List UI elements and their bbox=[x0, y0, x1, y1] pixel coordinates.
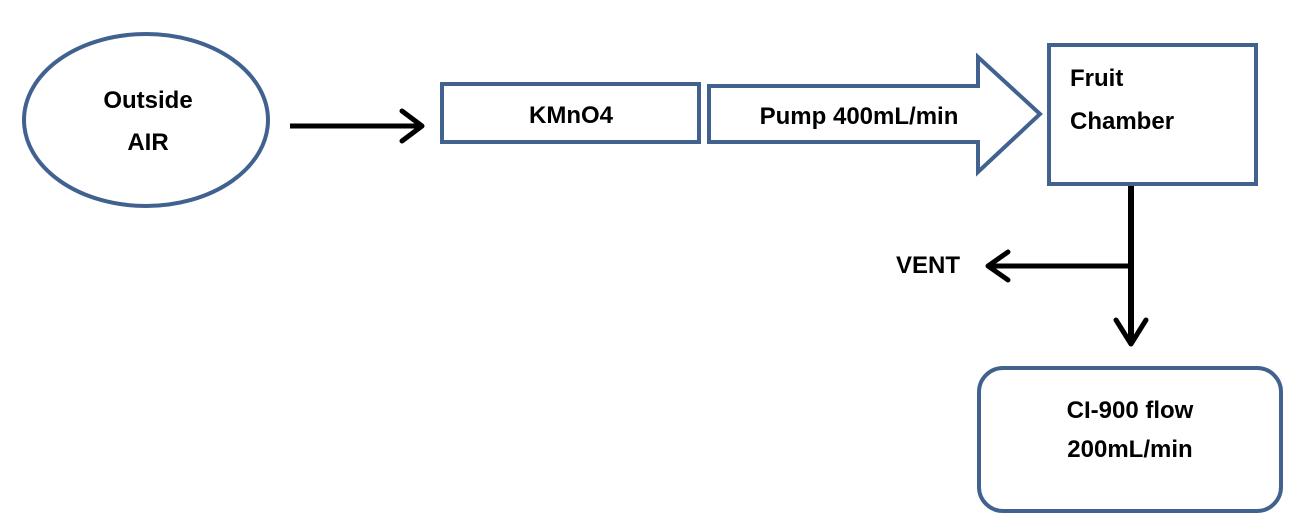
pump-node: Pump 400mL/min bbox=[707, 52, 1043, 177]
fruit-chamber-label-line2: Chamber bbox=[1070, 108, 1174, 135]
pump-label: Pump 400mL/min bbox=[760, 103, 959, 130]
kmno4-node: KMnO4 bbox=[440, 82, 701, 144]
outside-air-label-line2: AIR bbox=[127, 129, 168, 156]
ci900-box bbox=[977, 366, 1283, 513]
kmno4-box bbox=[440, 82, 701, 144]
outside-air-label-line1: Outside bbox=[103, 87, 192, 114]
ci900-label-line2: 200mL/min bbox=[1067, 436, 1192, 463]
ci900-node: CI-900 flow 200mL/min bbox=[977, 366, 1283, 513]
vent-label: VENT bbox=[896, 252, 960, 279]
pump-block-arrow bbox=[707, 52, 1043, 177]
ci900-label-line1: CI-900 flow bbox=[1067, 397, 1194, 424]
arrow-air-to-kmno4 bbox=[290, 108, 425, 144]
arrow-chamber-to-vent bbox=[985, 249, 1131, 283]
fruit-chamber-box bbox=[1047, 43, 1258, 186]
fruit-chamber-node: Fruit Chamber bbox=[1047, 43, 1258, 186]
fruit-chamber-label-line1: Fruit bbox=[1070, 65, 1123, 92]
outside-air-ellipse bbox=[22, 32, 270, 208]
outside-air-node: Outside AIR bbox=[22, 32, 270, 208]
kmno4-label: KMnO4 bbox=[529, 102, 614, 129]
